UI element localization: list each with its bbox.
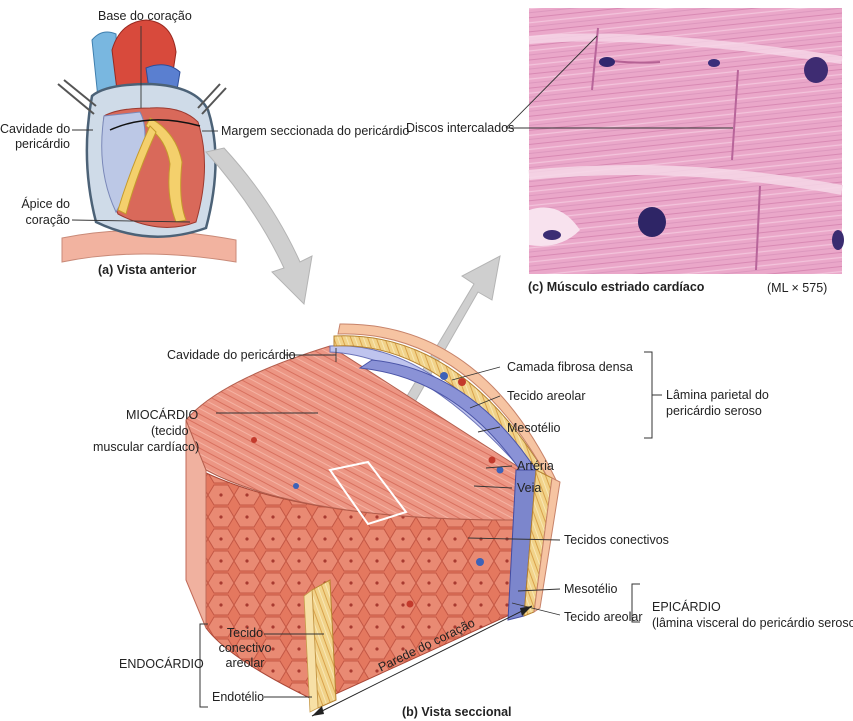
label-vein: Veia	[517, 481, 541, 495]
label-epicardium-2: (lâmina visceral do pericárdio seroso)	[652, 616, 853, 630]
label-endocardium: ENDOCÁRDIO	[119, 657, 204, 671]
label-endo-ct-2: conectivo	[210, 641, 280, 655]
label-magnification: (ML × 575)	[767, 281, 827, 295]
label-areolar-parietal: Tecido areolar	[507, 389, 586, 403]
caption-b: (b) Vista seccional	[402, 705, 512, 719]
label-parietal-2: pericárdio seroso	[666, 404, 762, 418]
label-areolar-epi: Tecido areolar	[564, 610, 643, 624]
label-artery: Artéria	[517, 459, 554, 473]
heart-illustration	[58, 20, 236, 262]
label-fibrous-layer: Camada fibrosa densa	[507, 360, 633, 374]
label-endo-ct-1: Tecido	[210, 626, 280, 640]
label-endothelium: Endotélio	[212, 690, 264, 704]
label-margin: Margem seccionada do pericárdio	[221, 124, 409, 138]
label-apex-1: Ápice do	[0, 197, 70, 211]
caption-c: (c) Músculo estriado cardíaco	[528, 280, 704, 294]
label-cavity-1: Cavidade do	[0, 122, 70, 136]
label-epicardium: EPICÁRDIO	[652, 600, 721, 614]
label-pericardial-cavity: Cavidade do pericárdio	[167, 348, 296, 362]
arrow-a-to-b	[206, 148, 312, 304]
label-apex-2: coração	[0, 213, 70, 227]
label-myocardium-2: (tecido	[151, 424, 189, 438]
caption-a: (a) Vista anterior	[98, 263, 196, 277]
label-mesothelium-epi: Mesotélio	[564, 582, 618, 596]
label-discs: Discos intercalados	[406, 121, 514, 135]
label-cavity-2: pericárdio	[0, 137, 70, 151]
label-base: Base do coração	[98, 9, 192, 23]
micrograph	[529, 8, 844, 274]
label-endo-ct-3: areolar	[210, 656, 280, 670]
label-mesothelium-parietal: Mesotélio	[507, 421, 561, 435]
label-myocardium: MIOCÁRDIO	[126, 408, 198, 422]
label-connective: Tecidos conectivos	[564, 533, 669, 547]
label-parietal-1: Lâmina parietal do	[666, 388, 769, 402]
label-myocardium-3: muscular cardíaco)	[93, 440, 199, 454]
